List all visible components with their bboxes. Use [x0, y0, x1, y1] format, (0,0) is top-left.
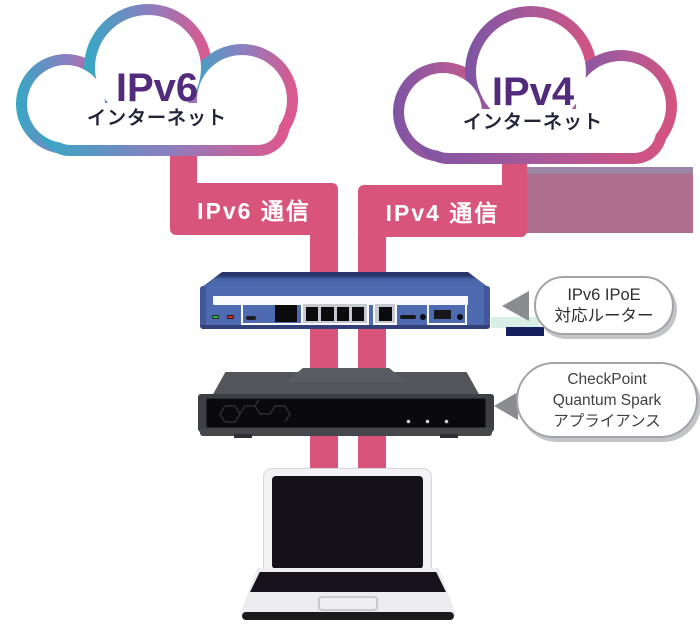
appliance-bottom-rim: [200, 428, 492, 436]
router-callout-line1: IPv6 IPoE: [567, 285, 641, 304]
router-lan-port-3: [336, 307, 349, 321]
router-device: [200, 270, 492, 334]
router-lan-port-1: [306, 307, 319, 321]
router-sfp-port: [275, 305, 297, 322]
router-button-2: [457, 314, 463, 320]
appliance-led-1: [406, 419, 411, 424]
callout-arrow-icon: [494, 392, 518, 420]
hexagon-pattern-icon: [219, 400, 291, 423]
ipv6-band-box: IPv6 通信: [170, 183, 338, 235]
ipv6-cloud-text: IPv6 インターネット: [62, 68, 252, 129]
router-wan-port: [378, 306, 392, 321]
laptop-screen: [272, 476, 423, 569]
router-panel-usb: [427, 302, 467, 325]
ipv4-cloud-text: IPv4 インターネット: [438, 72, 628, 133]
appliance-front-panel: [206, 398, 486, 428]
right-band-shadow-strip: [527, 167, 693, 175]
router-side-accent-dark: [506, 327, 544, 336]
appliance-device: [198, 368, 494, 438]
ipv4-cloud-title: IPv4: [491, 70, 575, 114]
router-led-green: [212, 315, 219, 319]
laptop-device: [238, 460, 458, 625]
laptop-bottom-edge: [242, 612, 454, 620]
appliance-callout-line2: Quantum Spark: [552, 391, 662, 409]
router-lan-port-4: [351, 307, 364, 321]
router-callout-line2: 対応ルーター: [554, 306, 654, 325]
appliance-led-2: [425, 419, 430, 424]
ipv6-cloud-subtitle: インターネット: [86, 108, 227, 129]
ipv4-cloud-fill: [404, 17, 666, 153]
ipv4-cloud-subtitle: インターネット: [462, 112, 603, 133]
router-top-face: [202, 272, 488, 287]
appliance-foot-right: [440, 434, 458, 438]
ipv4-cloud: [393, 6, 677, 164]
appliance-callout-line1: CheckPoint: [567, 370, 647, 388]
router-led-red: [227, 315, 234, 319]
ipv6-cloud: [16, 4, 298, 156]
callout-arrow-icon: [502, 291, 529, 321]
appliance-led-3: [444, 419, 449, 424]
router-side-accent-light: [491, 317, 539, 328]
appliance-callout-line3: アプライアンス: [553, 412, 661, 430]
appliance-foot-left: [234, 434, 252, 438]
router-port-strip: [213, 296, 468, 305]
router-slot: [246, 316, 256, 320]
router-usb-port: [434, 310, 451, 319]
router-wan-port-bezel: [373, 302, 397, 325]
ipv6-cloud-fill: [27, 15, 287, 145]
appliance-callout: CheckPoint Quantum Spark アプライアンス: [516, 362, 698, 438]
router-button-1: [420, 314, 426, 320]
ipv4-band-label: IPv4 通信: [385, 200, 500, 226]
router-sd-slot: [400, 315, 416, 319]
router-callout: IPv6 IPoE 対応ルーター: [534, 276, 674, 335]
laptop-trackpad: [318, 596, 378, 611]
right-band-extension: [520, 174, 693, 233]
router-lan-port-group: [301, 302, 369, 325]
ipv6-cloud-title: IPv6: [115, 66, 199, 110]
ipv4-band-box: IPv4 通信: [358, 185, 527, 237]
ipv6-band-label: IPv6 通信: [197, 198, 311, 224]
laptop-keyboard: [250, 572, 446, 592]
router-lan-port-2: [321, 307, 334, 321]
appliance-top-bump: [286, 368, 406, 382]
